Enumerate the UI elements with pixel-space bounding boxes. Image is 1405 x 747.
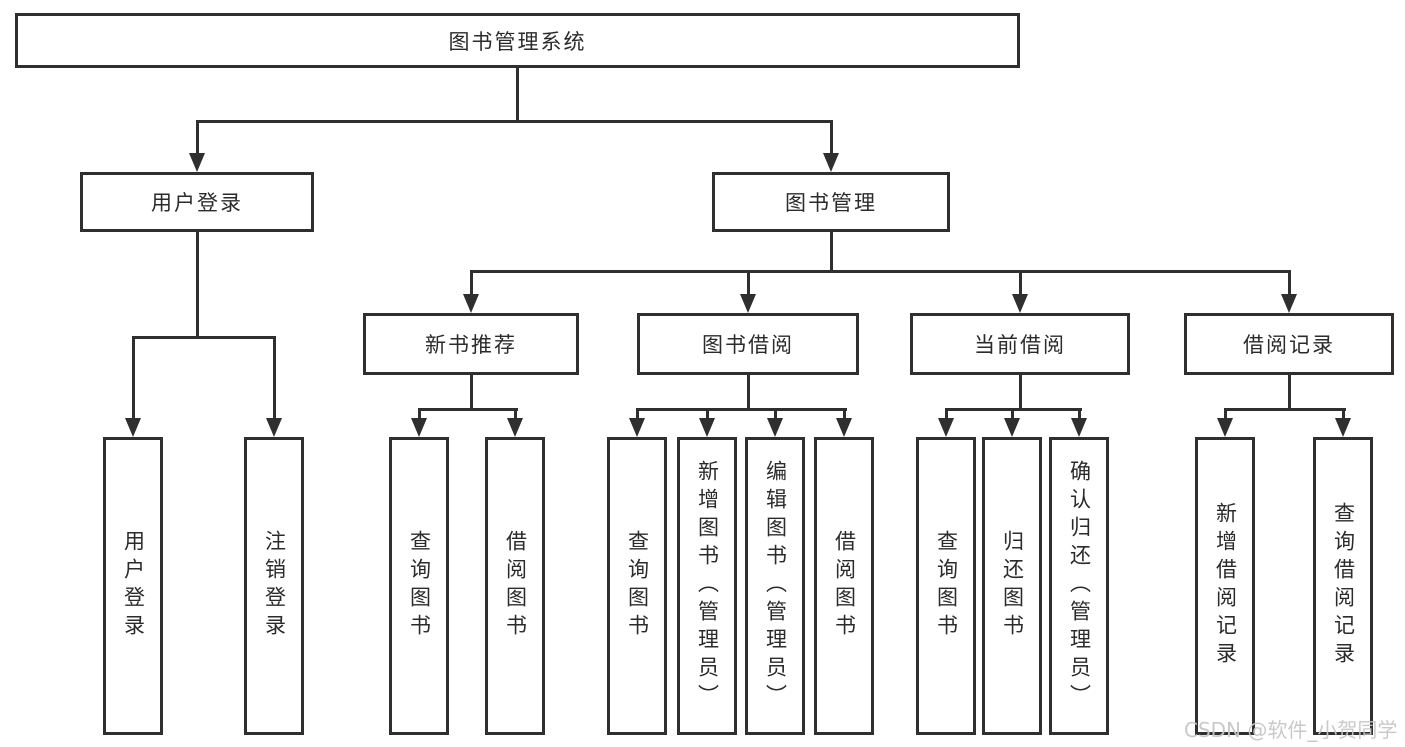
node-new-book-rec: 新书推荐 xyxy=(363,313,579,375)
connector-vline xyxy=(1018,375,1022,411)
connector-vline xyxy=(195,120,199,155)
arrow-down-icon xyxy=(1004,418,1020,437)
arrow-down-icon xyxy=(938,418,954,437)
connector-vline xyxy=(515,68,519,123)
connector-vline xyxy=(746,270,750,295)
connector-vline xyxy=(131,336,135,419)
connector-vline xyxy=(272,336,276,419)
arrow-down-icon xyxy=(266,418,282,437)
arrow-down-icon xyxy=(767,418,783,437)
connector-vline xyxy=(1287,375,1291,411)
leaf-cb-confirm-return-label: 确认归还（管理员） xyxy=(1067,460,1092,712)
leaf-bb-edit-books: 编辑图书（管理员） xyxy=(745,437,805,735)
connector-vline xyxy=(1010,408,1014,420)
connector-hline xyxy=(417,408,518,411)
arrow-down-icon xyxy=(740,294,756,313)
connector-vline xyxy=(469,375,473,411)
connector-vline xyxy=(195,232,199,339)
connector-vline xyxy=(829,232,833,273)
leaf-bb-borrow-books-label: 借阅图书 xyxy=(832,530,857,642)
connector-vline xyxy=(417,408,421,420)
leaf-cb-query-books-label: 查询图书 xyxy=(934,530,959,642)
arrow-down-icon xyxy=(1071,418,1087,437)
node-book-borrow: 图书借阅 xyxy=(637,313,859,375)
arrow-down-icon xyxy=(1217,418,1233,437)
connector-vline xyxy=(829,120,833,155)
node-borrow-record: 借阅记录 xyxy=(1184,313,1394,375)
node-book-mgmt-label: 图书管理 xyxy=(785,191,877,215)
connector-hline xyxy=(131,336,275,339)
connector-hline xyxy=(1223,408,1346,411)
arrow-down-icon xyxy=(823,153,839,172)
arrow-down-icon xyxy=(463,294,479,313)
arrow-down-icon xyxy=(699,418,715,437)
arrow-down-icon xyxy=(411,418,427,437)
connector-vline xyxy=(1018,270,1022,295)
leaf-br-add-record: 新增借阅记录 xyxy=(1195,437,1255,735)
connector-vline xyxy=(842,408,846,420)
leaf-bb-borrow-books: 借阅图书 xyxy=(814,437,874,735)
connector-vline xyxy=(1223,408,1227,420)
connector-vline xyxy=(513,408,517,420)
connector-vline xyxy=(1077,408,1081,420)
leaf-nb-query-books-label: 查询图书 xyxy=(407,530,432,642)
node-user-login: 用户登录 xyxy=(80,172,314,232)
leaf-cb-confirm-return: 确认归还（管理员） xyxy=(1049,437,1109,735)
leaf-logout-label: 注销登录 xyxy=(262,530,287,642)
connector-vline xyxy=(1287,270,1291,295)
node-book-borrow-label: 图书借阅 xyxy=(702,333,794,357)
leaf-bb-query-books-label: 查询图书 xyxy=(625,530,650,642)
arrow-down-icon xyxy=(125,418,141,437)
leaf-user-login: 用户登录 xyxy=(103,437,163,735)
arrow-down-icon xyxy=(1012,294,1028,313)
leaf-cb-return-books-label: 归还图书 xyxy=(1000,530,1025,642)
connector-vline xyxy=(746,375,750,411)
leaf-user-login-label: 用户登录 xyxy=(121,530,146,642)
arrow-down-icon xyxy=(189,153,205,172)
leaf-br-query-record-label: 查询借阅记录 xyxy=(1331,502,1356,670)
leaf-br-add-record-label: 新增借阅记录 xyxy=(1213,502,1238,670)
node-current-borrow: 当前借阅 xyxy=(910,313,1130,375)
leaf-cb-query-books: 查询图书 xyxy=(916,437,976,735)
arrow-down-icon xyxy=(507,418,523,437)
arrow-down-icon xyxy=(836,418,852,437)
leaf-logout: 注销登录 xyxy=(244,437,304,735)
node-current-borrow-label: 当前借阅 xyxy=(974,333,1066,357)
connector-vline xyxy=(635,408,639,420)
leaf-br-query-record: 查询借阅记录 xyxy=(1313,437,1373,735)
connector-vline xyxy=(469,270,473,295)
connector-vline xyxy=(1341,408,1345,420)
connector-vline xyxy=(944,408,948,420)
leaf-bb-add-books: 新增图书（管理员） xyxy=(677,437,737,735)
leaf-nb-borrow-books: 借阅图书 xyxy=(485,437,545,735)
node-user-login-label: 用户登录 xyxy=(151,191,243,215)
node-borrow-record-label: 借阅记录 xyxy=(1243,333,1335,357)
csdn-watermark: CSDN @软件_小贺同学 xyxy=(1184,718,1398,742)
arrow-down-icon xyxy=(1335,418,1351,437)
connector-vline xyxy=(705,408,709,420)
node-root: 图书管理系统 xyxy=(15,13,1020,68)
connector-hline xyxy=(469,270,1291,273)
node-root-label: 图书管理系统 xyxy=(448,29,587,54)
leaf-bb-edit-books-label: 编辑图书（管理员） xyxy=(763,460,788,712)
node-book-mgmt: 图书管理 xyxy=(712,172,950,232)
arrow-down-icon xyxy=(629,418,645,437)
connector-hline xyxy=(195,120,833,123)
arrow-down-icon xyxy=(1281,294,1297,313)
connector-hline xyxy=(635,408,847,411)
connector-vline xyxy=(773,408,777,420)
leaf-cb-return-books: 归还图书 xyxy=(982,437,1042,735)
leaf-bb-add-books-label: 新增图书（管理员） xyxy=(695,460,720,712)
node-new-book-rec-label: 新书推荐 xyxy=(425,333,517,357)
leaf-bb-query-books: 查询图书 xyxy=(607,437,667,735)
leaf-nb-query-books: 查询图书 xyxy=(389,437,449,735)
leaf-nb-borrow-books-label: 借阅图书 xyxy=(503,530,528,642)
